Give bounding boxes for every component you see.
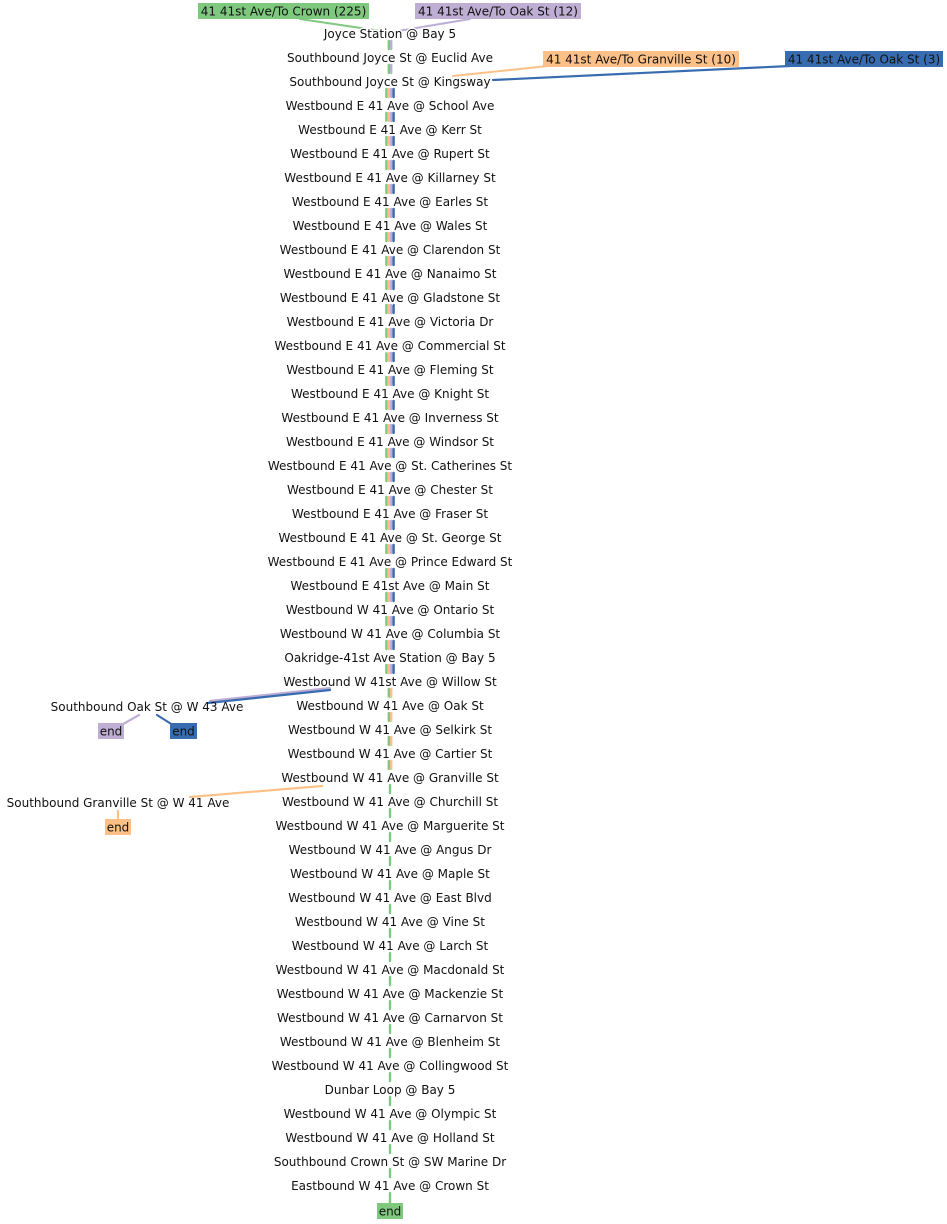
stop-label: Westbound W 41 Ave @ Collingwood St xyxy=(272,1059,509,1073)
stop-label: Westbound E 41 Ave @ St. George St xyxy=(278,531,501,545)
stop-label: Westbound E 41 Ave @ St. Catherines St xyxy=(268,459,513,473)
stop-label: Westbound E 41 Ave @ Prince Edward St xyxy=(268,555,513,569)
stop-label: Westbound W 41 Ave @ Maple St xyxy=(290,867,490,881)
stop-label: Westbound E 41 Ave @ Earles St xyxy=(292,195,488,209)
stop-label: Westbound W 41 Ave @ Macdonald St xyxy=(276,963,505,977)
edge-oak12-start xyxy=(391,18,471,33)
end-marker-oak12-box xyxy=(98,723,124,739)
end-marker-crown-text: end xyxy=(379,1205,402,1219)
edge-oak12-branch xyxy=(208,686,332,703)
stop-label: Westbound W 41 Ave @ Carnarvon St xyxy=(277,1011,503,1025)
end-marker-crown-box xyxy=(377,1203,403,1219)
route-label-oak3: 41 41st Ave/To Oak St (3) xyxy=(785,51,943,67)
stop-label: Westbound E 41 Ave @ Fraser St xyxy=(292,507,489,521)
end-marker-granville-text: end xyxy=(107,821,130,835)
stop-label: Westbound W 41 Ave @ Granville St xyxy=(281,771,499,785)
stop-label: Westbound E 41st Ave @ Main St xyxy=(291,579,490,593)
stop-label: Westbound W 41st Ave @ Willow St xyxy=(283,675,497,689)
stop-label: Westbound W 41 Ave @ Selkirk St xyxy=(288,723,492,737)
stop-label: Westbound W 41 Ave @ Holland St xyxy=(285,1131,495,1145)
stop-label: Westbound E 41 Ave @ Inverness St xyxy=(281,411,498,425)
stop-label: Joyce Station @ Bay 5 xyxy=(323,27,456,41)
stop-label: Westbound W 41 Ave @ Olympic St xyxy=(284,1107,497,1121)
stop-label: Westbound E 41 Ave @ School Ave xyxy=(286,99,495,113)
edge-oak3-branch xyxy=(206,688,332,705)
stop-label: Westbound W 41 Ave @ Larch St xyxy=(292,939,489,953)
end-marker-oak12: end xyxy=(98,723,124,739)
route-label-oak12-box xyxy=(415,3,581,19)
edge-crown-start xyxy=(299,18,389,33)
route-label-granville-box xyxy=(543,51,739,67)
stop-label: Westbound W 41 Ave @ East Blvd xyxy=(288,891,491,905)
stop-label: Westbound W 41 Ave @ Churchill St xyxy=(282,795,498,809)
stop-label: Westbound E 41 Ave @ Fleming St xyxy=(286,363,494,377)
stop-label: Westbound E 41 Ave @ Killarney St xyxy=(284,171,496,185)
end-marker-oak12-text: end xyxy=(100,725,123,739)
stop-label: Southbound Joyce St @ Euclid Ave xyxy=(287,51,493,65)
stop-label: Westbound E 41 Ave @ Wales St xyxy=(293,219,488,233)
stop-label: Westbound E 41 Ave @ Nanaimo St xyxy=(284,267,497,281)
stop-label: Westbound E 41 Ave @ Clarendon St xyxy=(280,243,501,257)
end-marker-oak3: end xyxy=(170,723,197,739)
stop-label: Westbound W 41 Ave @ Marguerite St xyxy=(275,819,504,833)
end-marker-crown: end xyxy=(377,1203,403,1219)
stop-label: Westbound E 41 Ave @ Chester St xyxy=(287,483,493,497)
stop-label: Westbound E 41 Ave @ Victoria Dr xyxy=(287,315,494,329)
route-label-crown: 41 41st Ave/To Crown (225) xyxy=(198,3,369,19)
stop-label: Southbound Crown St @ SW Marine Dr xyxy=(274,1155,506,1169)
end-marker-oak3-box xyxy=(170,723,197,739)
stop-label: Westbound E 41 Ave @ Kerr St xyxy=(298,123,482,137)
stop-label: Westbound W 41 Ave @ Cartier St xyxy=(288,747,493,761)
route-edges xyxy=(116,18,792,1205)
edge-granville-branch xyxy=(188,784,324,799)
stop-label: Westbound E 41 Ave @ Rupert St xyxy=(290,147,490,161)
route-label-oak3-box xyxy=(785,51,943,67)
route-label-oak12: 41 41st Ave/To Oak St (12) xyxy=(415,3,581,19)
end-marker-oak3-text: end xyxy=(172,725,195,739)
stop-label: Westbound W 41 Ave @ Blenheim St xyxy=(280,1035,500,1049)
stop-label: Westbound W 41 Ave @ Ontario St xyxy=(286,603,495,617)
end-marker-granville: end xyxy=(105,819,131,835)
stop-label: Westbound E 41 Ave @ Gladstone St xyxy=(280,291,501,305)
route-label-granville-text: 41 41st Ave/To Granville St (10) xyxy=(546,53,736,67)
route-label-oak12-text: 41 41st Ave/To Oak St (12) xyxy=(418,5,578,19)
edge-oak3-start xyxy=(491,64,792,82)
route-label-oak3-text: 41 41st Ave/To Oak St (3) xyxy=(788,53,940,67)
stop-label: Westbound E 41 Ave @ Commercial St xyxy=(274,339,505,353)
stop-label: Southbound Joyce St @ Kingsway xyxy=(289,75,490,89)
stop-label: Westbound W 41 Ave @ Oak St xyxy=(296,699,484,713)
branch-stop-oak: Southbound Oak St @ W 43 Ave xyxy=(51,700,244,714)
stop-label: Westbound E 41 Ave @ Windsor St xyxy=(286,435,494,449)
branch-stop-granville: Southbound Granville St @ W 41 Ave xyxy=(7,796,230,810)
stop-label: Westbound W 41 Ave @ Angus Dr xyxy=(289,843,492,857)
stop-labels: Joyce Station @ Bay 5 Southbound Joyce St… xyxy=(266,26,514,1195)
route-label-crown-box xyxy=(198,3,369,19)
route-label-crown-text: 41 41st Ave/To Crown (225) xyxy=(201,5,367,19)
stop-label: Eastbound W 41 Ave @ Crown St xyxy=(291,1179,489,1193)
stop-label: Dunbar Loop @ Bay 5 xyxy=(325,1083,456,1097)
stop-label: Westbound W 41 Ave @ Columbia St xyxy=(280,627,501,641)
stop-label: Westbound E 41 Ave @ Knight St xyxy=(291,387,489,401)
route-label-granville: 41 41st Ave/To Granville St (10) xyxy=(543,51,739,67)
stop-label: Oakridge-41st Ave Station @ Bay 5 xyxy=(284,651,495,665)
stop-label: Westbound W 41 Ave @ Vine St xyxy=(295,915,485,929)
stop-label: Westbound W 41 Ave @ Mackenzie St xyxy=(277,987,504,1001)
end-marker-granville-box xyxy=(105,819,131,835)
edge-granville-start xyxy=(452,65,549,77)
